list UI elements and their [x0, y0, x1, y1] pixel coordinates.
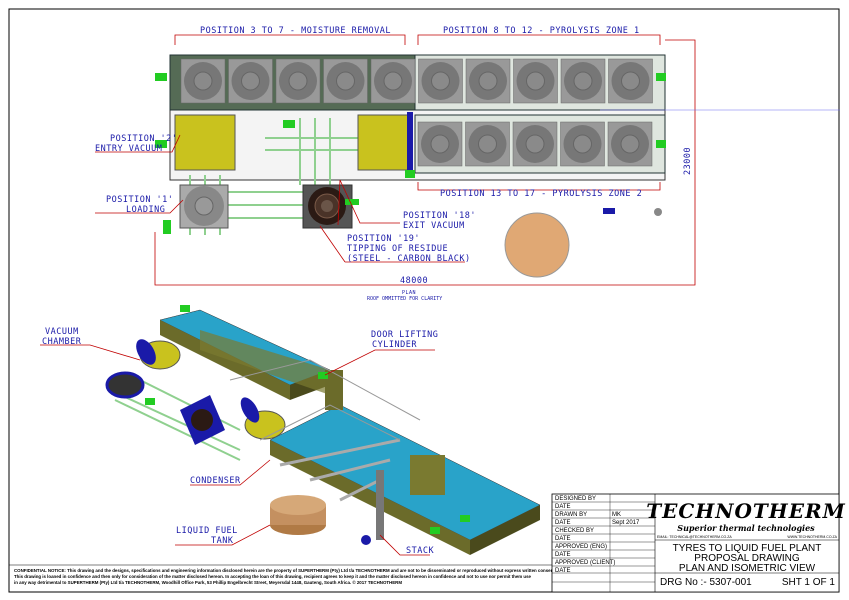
title-block-label: DRAWN BY	[555, 512, 587, 518]
drum-hub	[430, 134, 450, 154]
drum-hub	[478, 71, 498, 91]
label-tank: TANK	[211, 536, 234, 546]
drawing-title: TYRES TO LIQUID FUEL PLANT	[673, 543, 822, 554]
confidential-line: CONFIDENTIAL NOTICE: This drawing and th…	[14, 568, 556, 573]
title-block-label: DATE	[555, 568, 571, 574]
label-pos2-desc: ENTRY VACUUM	[95, 144, 162, 154]
plan-view: POSITION 3 TO 7 - MOISTURE REMOVAL POSIT…	[95, 26, 840, 302]
title-block-label: APPROVED (CLIENT)	[555, 560, 615, 566]
confidential-line: This drawing is loaned in confidence and…	[14, 574, 532, 579]
exit-vacuum-vessel	[357, 114, 409, 171]
label-vacuum: VACUUM	[45, 327, 79, 337]
drum-hub	[383, 71, 403, 91]
label-pos13-17: POSITION 13 TO 17 - PYROLYSIS ZONE 2	[440, 189, 642, 199]
sheet-number: SHT 1 OF 1	[782, 577, 836, 588]
drum-hub	[573, 71, 593, 91]
drawing-number: DRG No :- 5307-001	[660, 577, 752, 588]
drum-hub	[525, 134, 545, 154]
plan-caption: PLAN	[402, 290, 416, 296]
title-block-value: Sept 2017	[612, 520, 640, 526]
exit-door	[407, 112, 413, 174]
title-block-label: DESIGNED BY	[555, 496, 596, 502]
markers	[155, 73, 666, 234]
label-chamber: CHAMBER	[42, 337, 82, 347]
label-pos19-desc: TIPPING OF RESIDUE	[347, 244, 448, 254]
title-block-label: DATE	[555, 520, 571, 526]
entry-vacuum-vessel	[174, 114, 236, 171]
drum-hub	[431, 71, 450, 91]
label-pos1-desc: LOADING	[126, 205, 165, 215]
title-block-label: DATE	[555, 552, 571, 558]
drum-hub	[478, 134, 497, 154]
technotherm-logo: TECHNOTHERM	[646, 499, 845, 523]
bottom-drum-row	[417, 121, 653, 167]
label-condenser: CONDENSER	[190, 476, 241, 486]
drum-hub	[288, 71, 308, 91]
sheet-border	[8, 8, 840, 593]
title-block: DESIGNED BY DATE DRAWN BY MK DATE Sept 2017CH…	[551, 493, 845, 593]
title-block-label: CHECKED BY	[555, 528, 594, 534]
dim-width: 48000	[400, 276, 428, 286]
dimension-lines	[95, 34, 696, 286]
label-pos3-7: POSITION 3 TO 7 - MOISTURE REMOVAL	[200, 26, 391, 36]
drum-hub	[241, 71, 260, 91]
label-pos18: POSITION '18'	[403, 211, 476, 221]
label-pos8-12: POSITION 8 TO 12 - PYROLYSIS ZONE 1	[443, 26, 640, 36]
title-block-label: DATE	[555, 504, 571, 510]
label-stack: STACK	[406, 546, 434, 556]
plan-note: ROOF OMMITTED FOR CLARITY	[367, 296, 442, 302]
drawing-view: PLAN AND ISOMETRIC VIEW	[679, 563, 816, 574]
fuel-tank-plan	[504, 212, 570, 278]
drum-hub	[621, 71, 640, 91]
drum-hub	[526, 71, 545, 91]
drum-hub	[573, 134, 592, 154]
drawing-subtitle: PROPOSAL DRAWING	[694, 553, 800, 564]
drum-hub	[193, 71, 213, 91]
isometric-view: VACUUM CHAMBER DOOR LIFTING CYLINDER CON…	[40, 305, 541, 556]
confidential-line: in any way detrimental to SUPERTHERM (Pt…	[14, 580, 402, 585]
confidential-notice: CONFIDENTIAL NOTICE: This drawing and th…	[9, 564, 556, 585]
dim-height: 23000	[683, 147, 693, 175]
title-block-rows: DESIGNED BY DATE DRAWN BY MK DATE Sept 2017CH…	[552, 496, 655, 574]
label-pos2: POSITION '2'	[110, 134, 177, 144]
drum-hub	[620, 134, 640, 154]
label-door-lifting: DOOR LIFTING	[371, 330, 438, 340]
title-block-label: APPROVED (ENG)	[555, 544, 607, 550]
website: WWW.TECHNOTHERM.CO.ZA	[787, 535, 837, 539]
label-pos19: POSITION '19'	[347, 234, 420, 244]
top-drum-row	[180, 58, 653, 104]
label-pos18-desc: EXIT VACUUM	[403, 221, 465, 231]
email: EMAIL: TECHNICAL@TECHNOTHERM.CO.ZA	[657, 535, 732, 539]
label-liquid-fuel: LIQUID FUEL	[176, 526, 238, 536]
tagline: Superior thermal technologies	[677, 523, 815, 533]
title-block-value: MK	[612, 512, 621, 518]
label-pos1: POSITION '1'	[106, 195, 173, 205]
drum-hub	[336, 71, 355, 91]
stack	[376, 470, 384, 540]
title-block-label: DATE	[555, 536, 571, 542]
label-cylinder: CYLINDER	[372, 340, 417, 350]
label-pos19-note: (STEEL - CARBON BLACK)	[347, 254, 471, 264]
